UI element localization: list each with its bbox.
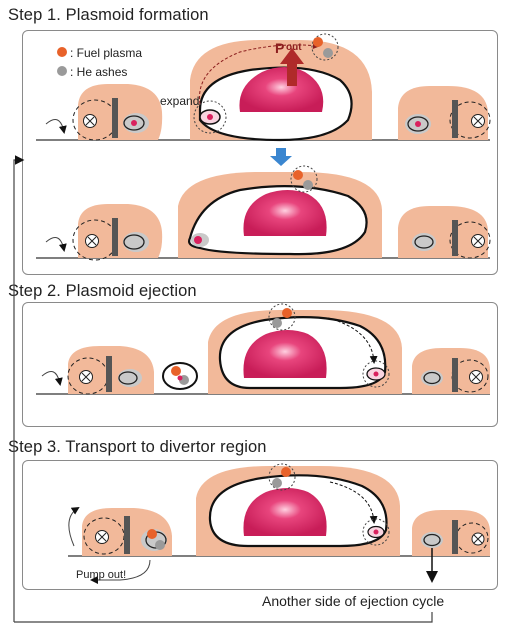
cycle-bottom-line — [14, 612, 432, 622]
cycle-label: Another side of ejection cycle — [262, 593, 444, 609]
cycle-return-line — [14, 160, 22, 622]
legend-fuel-label: : Fuel plasma — [70, 46, 142, 60]
legend-fuel-dot — [57, 47, 67, 57]
step1-row2 — [36, 166, 490, 260]
pump-out-label: Pump out! — [76, 569, 126, 581]
pout-label: P — [275, 40, 284, 56]
step2-scene — [36, 304, 490, 394]
transition-arrow — [270, 148, 292, 166]
step3-scene: Pump out! — [68, 464, 490, 581]
expand-label: expand — [160, 94, 199, 108]
legend-he-dot — [57, 66, 67, 76]
legend-he-label: : He ashes — [70, 65, 127, 79]
pout-sub-label: out — [286, 42, 302, 53]
